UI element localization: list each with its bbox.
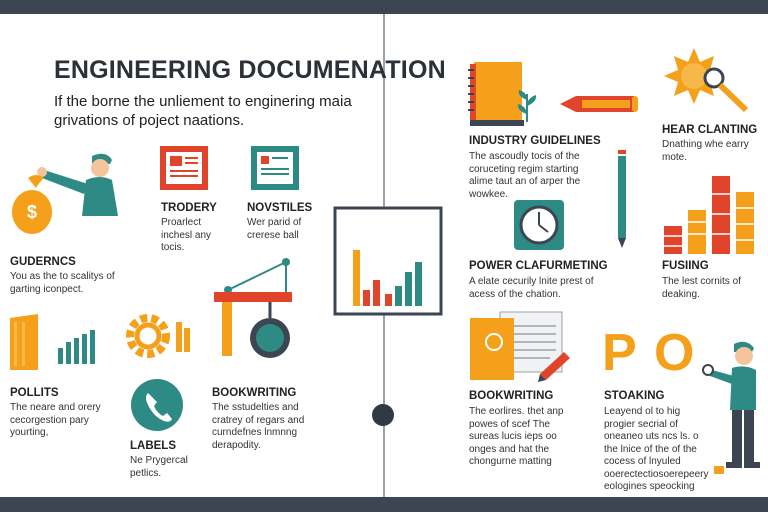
power-text: A elate cecurily lnite prest of acess of… [469, 276, 594, 300]
page-title: ENGINEERING DOCUMENATION [54, 56, 446, 84]
framed-bar-chart-icon [333, 206, 443, 316]
bookwriting-left-heading: BOOKWRITING [212, 387, 297, 399]
right-bar-chart-icon [664, 176, 754, 254]
trodery-text: Proarlect inchesl any tocis. [161, 217, 212, 253]
page-subtitle: If the borne the unliement to enginering… [54, 93, 352, 129]
bookwriting-right-text: The eorlires. thet anp powes of scef The… [469, 406, 564, 467]
bottom-bar [0, 497, 768, 512]
hear-clanting-text: Dnathing whe earry mote. [662, 139, 749, 163]
pollits-text: The neare and orery cecorgestion pary yo… [10, 402, 101, 438]
top-bar [0, 0, 768, 14]
stoaking-text: Leayend ol to hig progier secrial of one… [604, 406, 709, 492]
person-money-bag-icon: $ [12, 153, 118, 234]
labels-text: Ne Prygercal petlics. [130, 455, 188, 479]
crane-icon [214, 258, 292, 358]
gear-icon [126, 314, 190, 358]
letter-o: O [654, 324, 694, 382]
novstiles-heading: NOVSTILES [247, 202, 313, 214]
clock-icon [514, 200, 564, 250]
letter-p: P [602, 324, 637, 382]
letters-po-icon: P O [602, 324, 694, 382]
industry-guidelines-heading: INDUSTRY GUIDELINES [469, 135, 601, 147]
fusiing-heading: FUSIING [662, 260, 709, 272]
sun-magnifier-icon [664, 48, 749, 113]
notebook-icon [468, 62, 524, 126]
labels-heading: LABELS [130, 440, 176, 452]
plant-icon [517, 90, 537, 122]
document-red-icon [160, 146, 208, 190]
power-heading: POWER CLAFURMETING [469, 260, 608, 272]
svg-text:$: $ [27, 202, 37, 222]
stoaking-heading: STOAKING [604, 390, 665, 402]
fusiing-text: The lest cornits of deaking. [662, 276, 741, 300]
document-teal-icon [251, 146, 299, 190]
bookwriting-right-heading: BOOKWRITING [469, 390, 554, 402]
trodery-heading: TRODERY [161, 202, 217, 214]
novstiles-text: Wer parid of crerese ball [247, 217, 302, 241]
phone-icon [131, 379, 183, 431]
pollits-heading: POLLITS [10, 387, 59, 399]
gudernics-heading: GUDERNCS [10, 256, 76, 268]
bar-chart-icon [10, 314, 95, 370]
vertical-pencil-icon [618, 150, 626, 248]
document-stack-icon [470, 311, 570, 382]
divider-dot [372, 404, 394, 426]
gudernics-text: You as the to scalitys of garting iconpe… [10, 271, 115, 295]
person-magnifier-icon [702, 341, 760, 474]
bookwriting-left-text: The sstudelties and cratrey of regars an… [212, 402, 305, 451]
industry-guidelines-text: The ascoudly tocis of the coruceting reg… [469, 151, 581, 200]
pencil-icon [560, 96, 638, 112]
hear-clanting-heading: HEAR CLANTING [662, 124, 758, 136]
